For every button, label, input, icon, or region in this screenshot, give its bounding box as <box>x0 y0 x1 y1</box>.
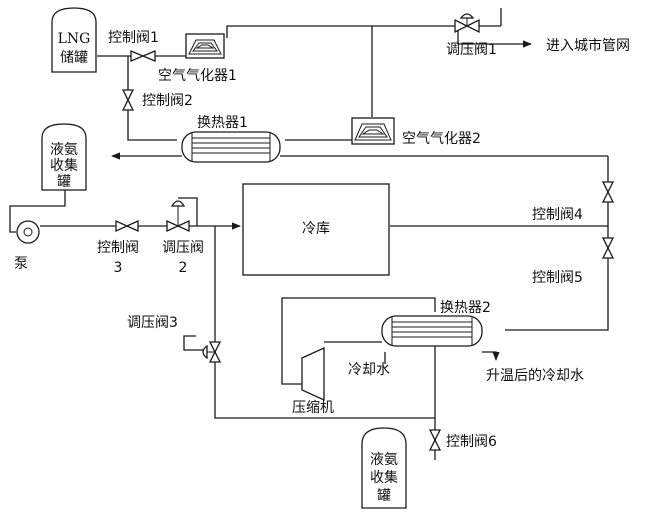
compressor <box>301 346 325 402</box>
pump-label: 泵 <box>14 256 28 272</box>
regulating-valve-1-label: 调压阀1 <box>446 42 497 58</box>
control-valve-6-label: 控制阀6 <box>446 434 497 450</box>
pipe-tank-to-pump <box>9 190 66 233</box>
ammonia-tank-bottom-label-3: 罐 <box>377 488 391 504</box>
pipe-to-heat-exchanger1 <box>127 56 177 141</box>
cold-storage-label: 冷库 <box>302 221 330 237</box>
regulating-valve-1-icon <box>454 13 480 34</box>
warm-cooling-water-label: 升温后的冷却水 <box>486 368 584 384</box>
ammonia-tank-bottom: 液氨 收集 罐 <box>361 427 407 509</box>
city-grid-label: 进入城市管网 <box>546 37 630 54</box>
ammonia-tank-top-label-3: 罐 <box>57 174 71 190</box>
pipe-cooling-water-out <box>482 351 500 361</box>
control-valve-3-icon <box>115 219 139 233</box>
pipe-reg2-bypass <box>178 197 198 226</box>
cooling-water-label: 冷却水 <box>348 362 390 378</box>
heat-exchanger-2-label: 换热器2 <box>440 299 491 316</box>
control-valve-2-label: 控制阀2 <box>142 93 193 109</box>
pipe-hx2-to-compressor <box>281 297 436 385</box>
control-valve-4-label: 控制阀4 <box>532 207 583 223</box>
air-vaporizer-1-label: 空气气化器1 <box>158 68 237 84</box>
control-valve-1-label: 控制阀1 <box>108 30 159 46</box>
control-valve-6-icon <box>428 429 442 451</box>
control-valve-1-icon <box>130 50 156 62</box>
air-vaporizer-2-label: 空气气化器2 <box>402 131 481 147</box>
pipe-reg1 <box>457 26 501 45</box>
control-valve-3-label-1: 控制阀 <box>97 240 139 256</box>
lng-tank-label-2: 储罐 <box>60 50 88 66</box>
control-valve-5-label: 控制阀5 <box>532 270 583 286</box>
ammonia-tank-top-label-1: 液氨 <box>50 142 78 158</box>
regulating-valve-2-label-2: 2 <box>179 260 188 276</box>
ammonia-tank-bottom-label-2: 收集 <box>370 469 398 486</box>
regulating-valve-2-label-1: 调压阀 <box>162 240 204 256</box>
pipe-right-loop <box>505 156 609 331</box>
pipe-reg3-bypass <box>183 335 204 351</box>
heat-exchanger-1-label: 换热器1 <box>197 114 248 131</box>
pump <box>16 220 40 244</box>
control-valve-3-label-2: 3 <box>114 260 123 276</box>
cold-storage: 冷库 <box>242 183 390 276</box>
control-valve-5-icon <box>601 237 615 259</box>
air-vaporizer-1 <box>185 33 225 59</box>
pipe-reg3-loop <box>214 226 435 419</box>
regulating-valve-3-label: 调压阀3 <box>127 315 178 331</box>
control-valve-2-icon <box>121 89 135 111</box>
ammonia-tank-top: 液氨 收集 罐 <box>41 123 87 191</box>
ammonia-tank-top-label-2: 收集 <box>50 157 78 174</box>
compressor-label: 压缩机 <box>292 400 334 416</box>
lng-tank: LNG 储罐 <box>51 7 97 73</box>
control-valve-4-icon <box>601 181 615 203</box>
heat-exchanger-1 <box>181 131 281 163</box>
lng-tank-label-1: LNG <box>58 31 91 47</box>
air-vaporizer-2 <box>351 117 395 145</box>
heat-exchanger-2 <box>381 315 483 347</box>
regulating-valve-3-icon <box>202 341 222 363</box>
ammonia-tank-bottom-label-1: 液氨 <box>370 452 398 468</box>
regulating-valve-2-icon <box>166 200 190 233</box>
pipe-main-to-city <box>226 25 501 38</box>
